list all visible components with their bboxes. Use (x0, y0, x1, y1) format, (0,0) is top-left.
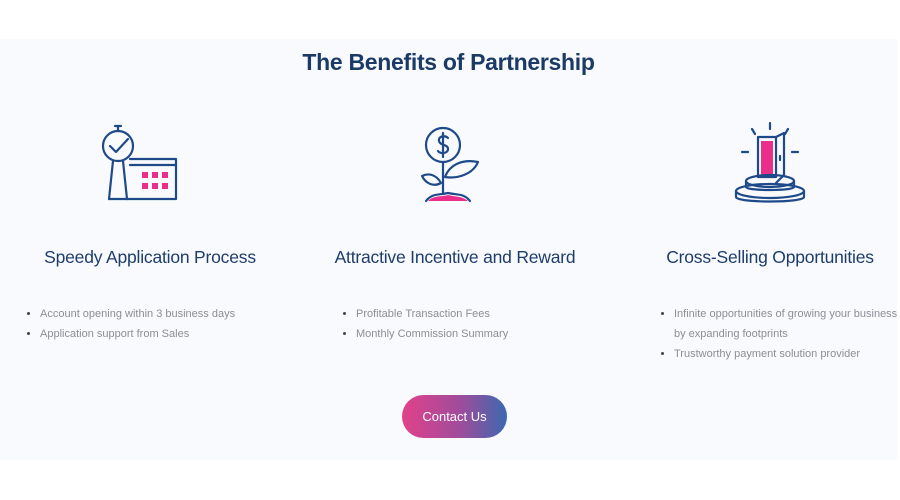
bullet-item: Account opening within 3 business days (40, 304, 310, 324)
section-title: The Benefits of Partnership (302, 49, 595, 75)
benefit-bullets: Profitable Transaction Fees Monthly Comm… (340, 304, 606, 344)
door-podium-icon (728, 119, 812, 214)
benefit-heading: Attractive Incentive and Reward (334, 247, 576, 267)
benefits-section: The Benefits of Partnership Speedy Appli… (0, 39, 897, 460)
benefit-bullets: Infinite opportunities of growing your b… (658, 304, 900, 364)
bullet-item: Application support from Sales (40, 324, 310, 344)
contact-us-button[interactable]: Contact Us (402, 395, 507, 438)
bullet-item: Profitable Transaction Fees (356, 304, 606, 324)
bullet-item: Trustworthy payment solution provider (674, 344, 900, 364)
benefit-heading: Cross-Selling Opportunities (666, 247, 874, 267)
bullet-item: Monthly Commission Summary (356, 324, 606, 344)
bullet-item: Infinite opportunities of growing your b… (674, 304, 900, 344)
stopwatch-calendar-icon (96, 119, 182, 214)
money-plant-icon (418, 119, 498, 214)
benefit-bullets: Account opening within 3 business days A… (24, 304, 310, 344)
benefit-heading: Speedy Application Process (44, 247, 256, 267)
